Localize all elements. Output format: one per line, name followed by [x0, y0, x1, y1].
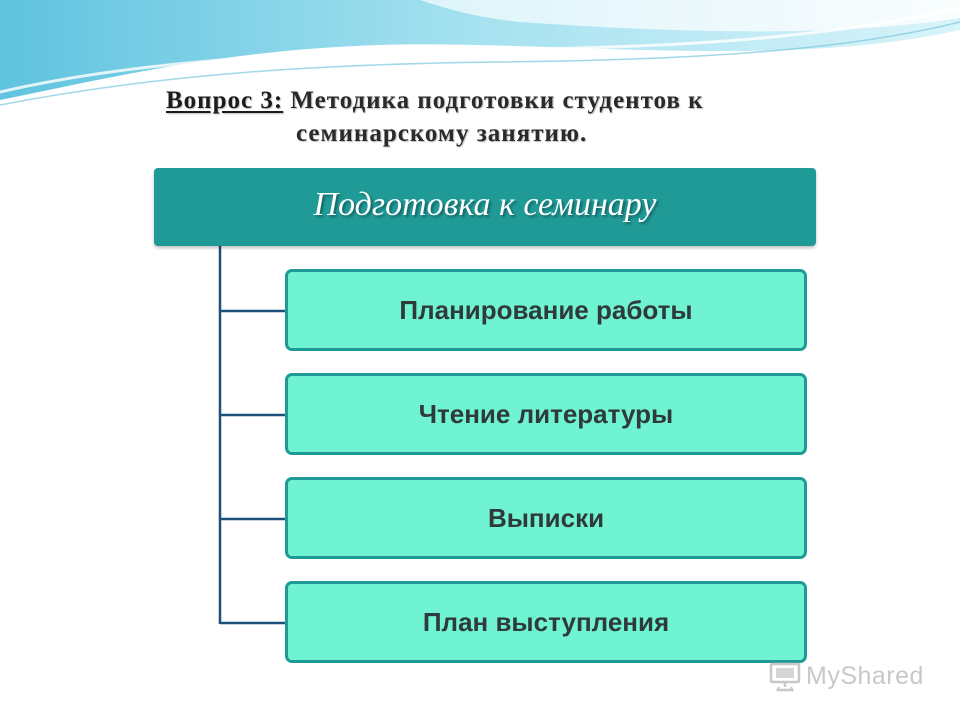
diagram-root-node: Подготовка к семинару [154, 168, 816, 246]
diagram-node-planning: Планирование работы [285, 269, 807, 351]
header-wave-decoration [0, 0, 960, 106]
watermark: MyShared [768, 656, 924, 696]
root-node-label: Подготовка к семинару [313, 186, 657, 223]
title-line1: Методика подготовки студентов к [283, 87, 704, 114]
slide-title: Вопрос 3: Методика подготовки студентов … [166, 84, 906, 150]
node-label: Выписки [487, 502, 605, 533]
presentation-board-icon [769, 662, 801, 692]
node-label: Планирование работы [399, 294, 693, 325]
title-prefix: Вопрос 3: [166, 87, 284, 114]
diagram-node-reading: Чтение литературы [285, 373, 807, 455]
diagram-node-notes: Выписки [285, 477, 807, 559]
node-label: План выступления [422, 606, 670, 637]
node-label: Чтение литературы [418, 398, 674, 429]
title-line2: семинарскому занятию. [296, 120, 588, 147]
diagram-node-speech-plan: План выступления [285, 581, 807, 663]
watermark-label: MyShared [806, 661, 924, 690]
